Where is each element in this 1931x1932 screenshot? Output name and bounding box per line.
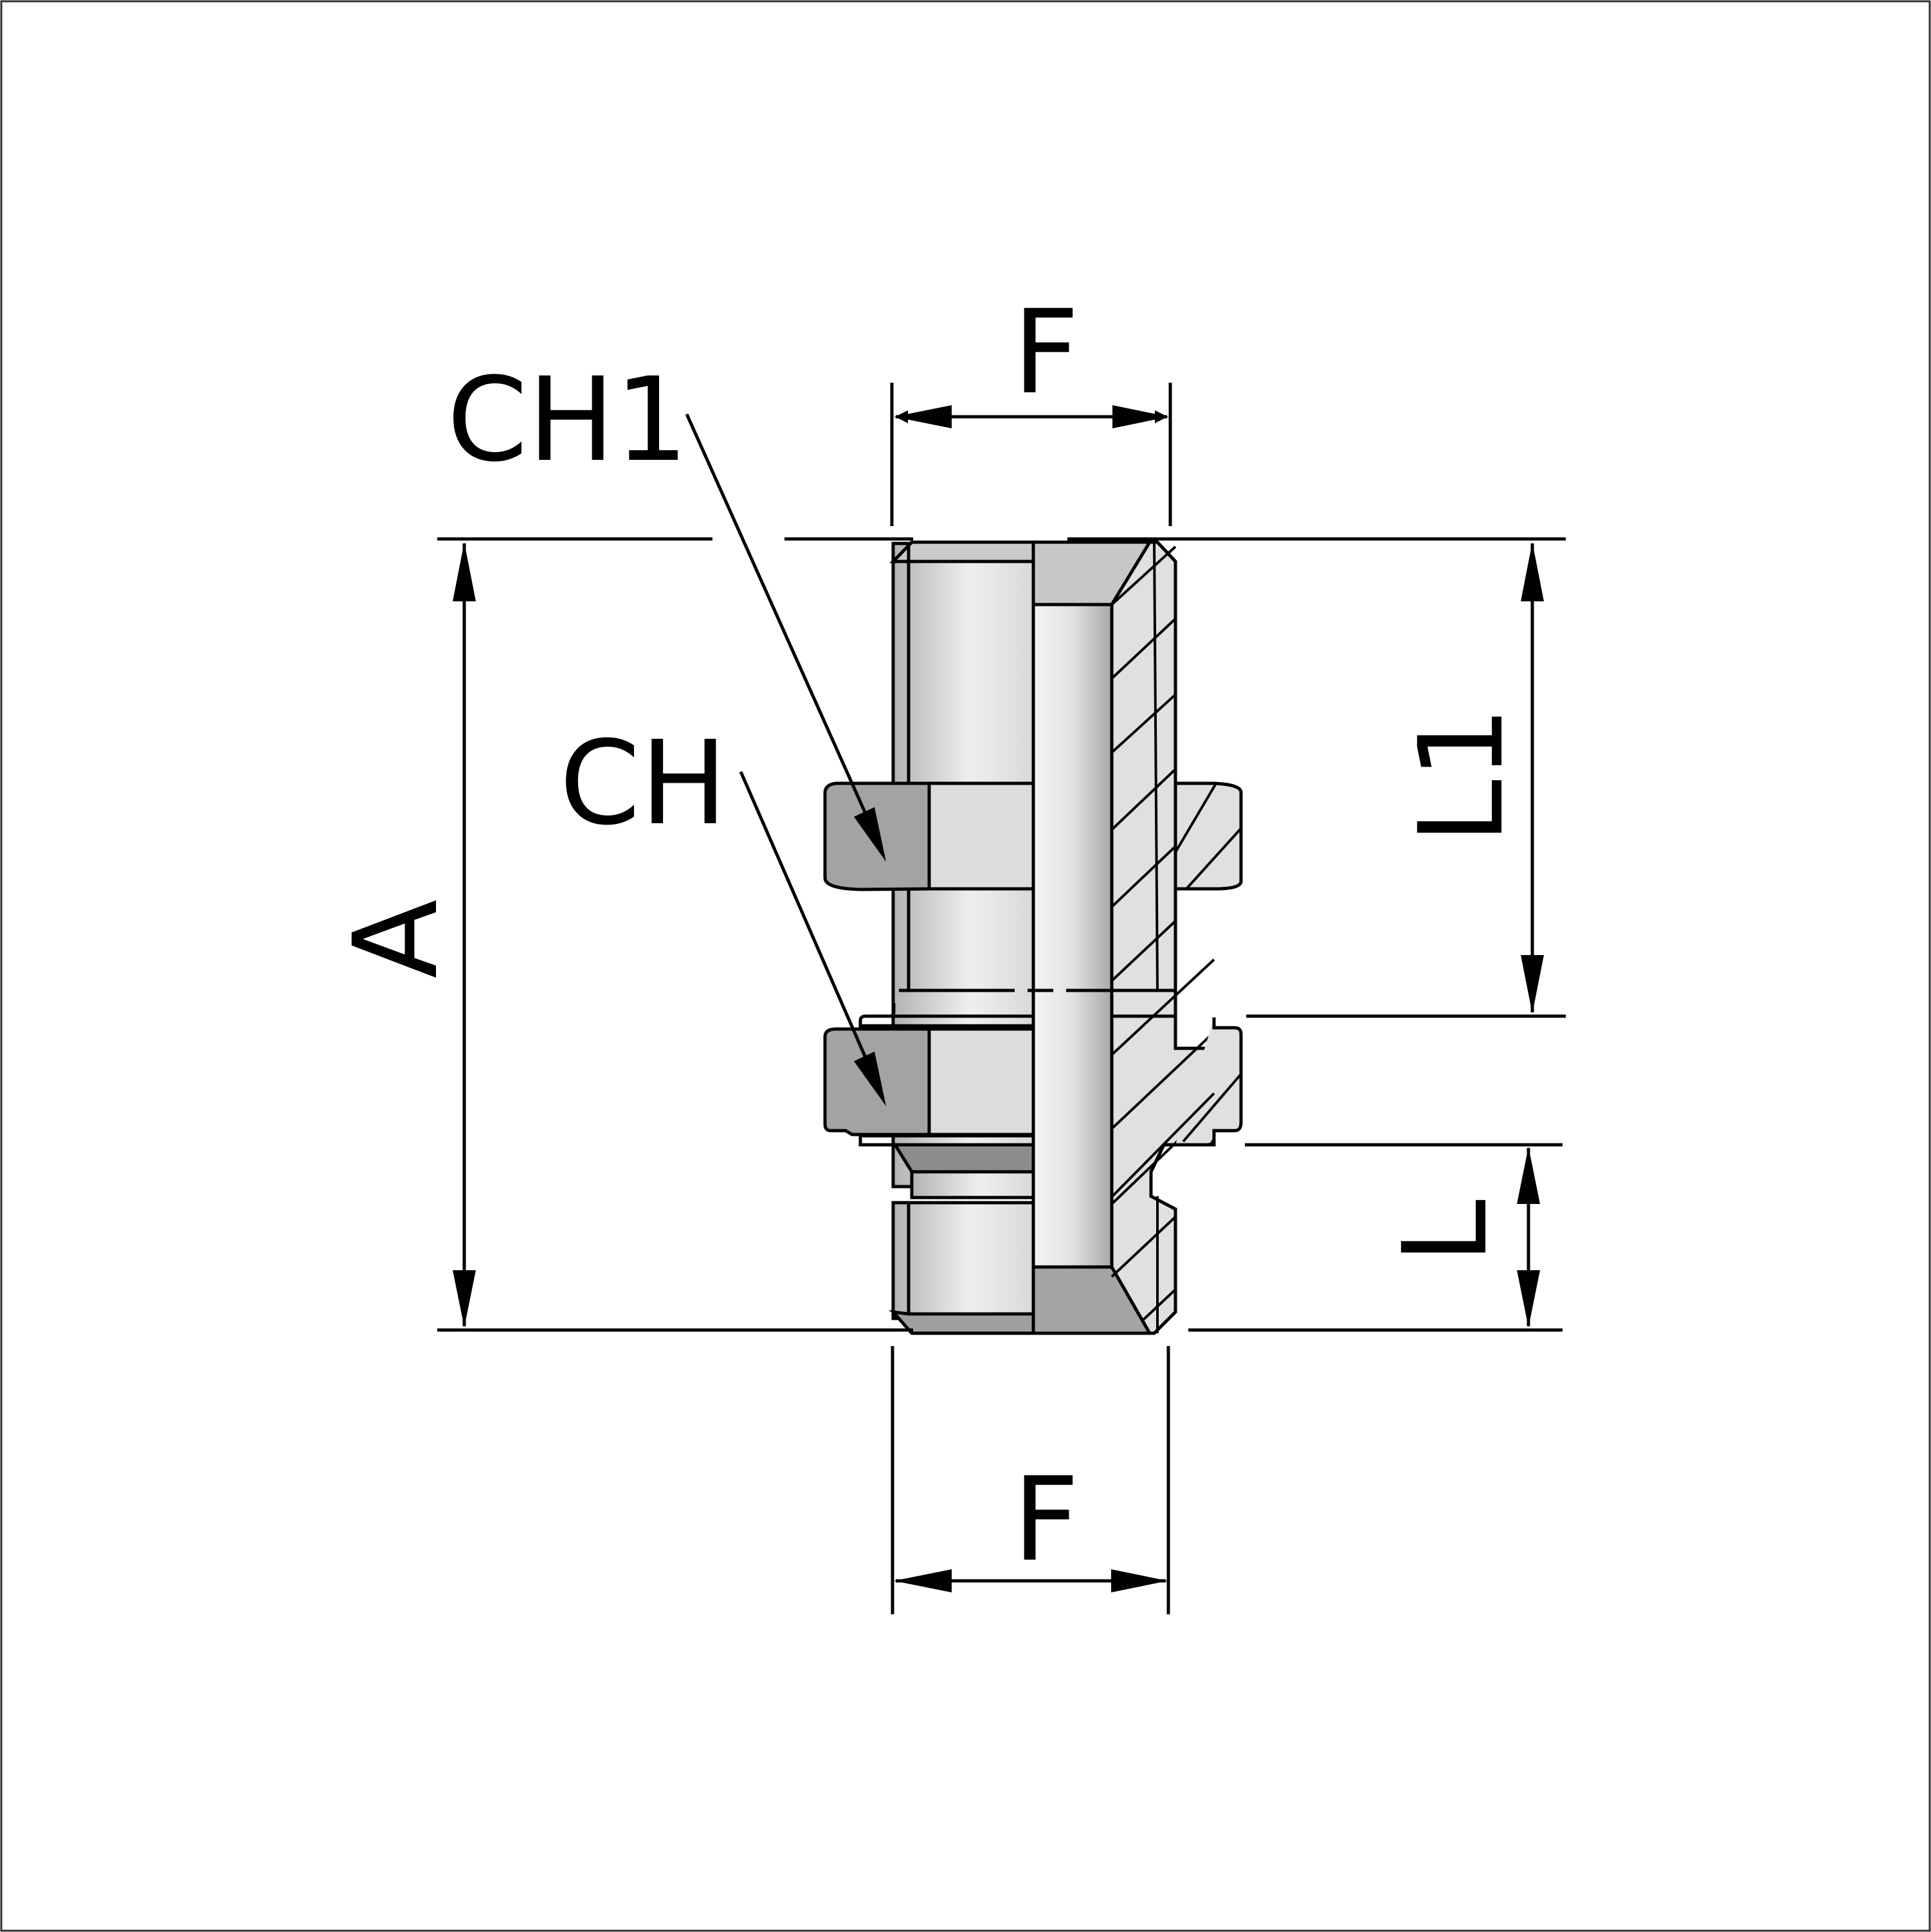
label-ch: CH: [559, 716, 727, 851]
leader-ch: [739, 770, 873, 1072]
hexnut-face: [927, 1027, 1035, 1136]
leader-ch1: [685, 413, 873, 828]
dimensions: [437, 383, 1566, 1614]
label-f-bottom: F: [1013, 1453, 1080, 1587]
lower-chamfer: [889, 1309, 1035, 1335]
locknut-face: [927, 781, 1035, 891]
fitting-body: [823, 540, 1243, 1335]
neck-ring: [910, 1170, 1035, 1199]
label-l1: L1: [1395, 706, 1529, 844]
hexnut-washer: [858, 1003, 1033, 1147]
lower-cylinder: [891, 1201, 1035, 1320]
label-a: A: [329, 899, 464, 978]
upper-chamfer: [889, 540, 1035, 563]
neck-cone: [892, 1143, 1035, 1174]
bore: [1031, 603, 1114, 1269]
label-f-top: F: [1013, 286, 1080, 420]
label-ch1: CH1: [447, 353, 689, 488]
section-hexnut: [1175, 1017, 1243, 1147]
section-locknut: [1174, 781, 1243, 891]
label-l: L: [1379, 1199, 1513, 1264]
